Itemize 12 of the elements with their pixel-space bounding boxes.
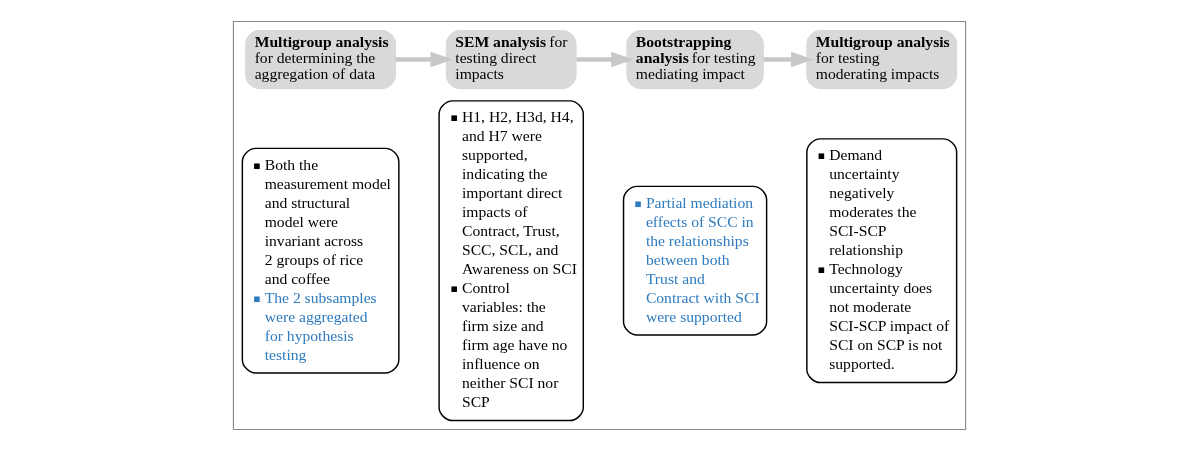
node-box: Both the measurement model and structural model were invariant across 2 groups of rice and coffee The 2 subsamples were aggregated for hypothesis testing [241, 147, 400, 374]
node-box: Bootstrapping analysis for testing mediating impact [626, 29, 764, 90]
arrow [395, 51, 453, 68]
node-box: Demand uncertainty negatively moderates the SCI-SCP relationship Technology uncertainty does not moderate SCI-SCP impact of SCI on SCP is not supported. [806, 138, 958, 384]
node-box: Multigroup analysis for testing moderating impacts [806, 29, 958, 90]
node-box: H1, H2, H3d, H4, and H7 were supported, indicating the important direct impacts of Contract, Trust, SCC, SCL, and Awareness on SCI Control variables: the firm size and firm age have no influence on neither SCI nor SCP [438, 100, 584, 422]
node-box: Partial mediation effects of SCC in the relationships between both Trust and Contract with SCI were supported [622, 185, 768, 336]
cluster [232, 20, 967, 431]
node-box: Multigroup analysis for determining the aggregation of data [245, 29, 397, 90]
arrow [763, 51, 814, 68]
arrow [576, 51, 634, 68]
node-box: SEM analysis for testing direct impacts [445, 29, 577, 90]
